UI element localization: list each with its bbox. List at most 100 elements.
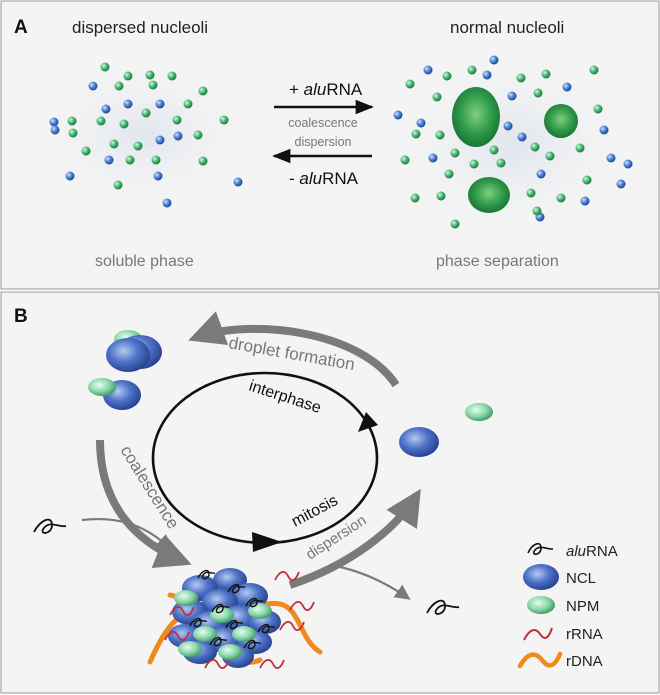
ncl-particle bbox=[393, 110, 403, 120]
dispersion-arrow bbox=[288, 488, 421, 589]
legend-rdna-label: rDNA bbox=[566, 653, 603, 670]
ncl-particle bbox=[49, 117, 59, 127]
ncl-particle bbox=[428, 153, 438, 163]
alurna-squiggle-right bbox=[426, 599, 460, 615]
npm-particle bbox=[410, 193, 420, 203]
npm-particle bbox=[589, 65, 599, 75]
ncl-particle bbox=[155, 99, 165, 109]
npm-particle bbox=[141, 108, 151, 118]
ncl-protein bbox=[232, 583, 268, 609]
npm-particle bbox=[530, 142, 540, 152]
legend-alurna-icon bbox=[527, 542, 554, 556]
ncl-particle bbox=[88, 81, 98, 91]
npm-particle bbox=[516, 73, 526, 83]
large-droplet-3 bbox=[468, 177, 510, 213]
npm-particle bbox=[119, 119, 129, 129]
npm-protein bbox=[193, 626, 217, 642]
npm-particle bbox=[100, 62, 110, 72]
alurna-bound bbox=[257, 623, 276, 634]
npm-particle bbox=[593, 104, 603, 114]
npm-particle bbox=[532, 206, 542, 216]
npm-protein bbox=[232, 626, 256, 642]
npm-protein bbox=[465, 403, 493, 421]
ncl-particle bbox=[517, 132, 527, 142]
alurna-bound bbox=[245, 597, 264, 608]
npm-particle bbox=[183, 99, 193, 109]
ncl-particle bbox=[155, 135, 165, 145]
npm-protein bbox=[88, 378, 116, 396]
large-droplet-2 bbox=[544, 104, 578, 138]
npm-particle bbox=[96, 116, 106, 126]
npm-particle bbox=[68, 128, 78, 138]
alurna-in-arrow bbox=[81, 517, 173, 551]
npm-particle bbox=[575, 143, 585, 153]
ncl-particle bbox=[503, 121, 513, 131]
ncl-particle bbox=[562, 82, 572, 92]
npm-protein bbox=[248, 603, 272, 619]
droplet-formation-arrow bbox=[188, 311, 400, 388]
legend-rrna-label: rRNA bbox=[566, 626, 603, 643]
npm-protein bbox=[174, 590, 198, 606]
alurna-bound bbox=[209, 636, 228, 647]
npm-particle bbox=[582, 175, 592, 185]
ncl-particle bbox=[50, 125, 60, 135]
ncl-particle bbox=[173, 131, 183, 141]
npm-particle bbox=[467, 65, 477, 75]
alurna-bound bbox=[227, 583, 246, 594]
npm-particle bbox=[133, 141, 143, 151]
rrna-strand bbox=[204, 659, 230, 669]
npm-particle bbox=[198, 86, 208, 96]
alurna-out-arrow bbox=[329, 563, 411, 600]
npm-particle bbox=[125, 155, 135, 165]
ncl-particle bbox=[423, 65, 433, 75]
alurna-bound bbox=[189, 617, 208, 628]
npm-particle bbox=[405, 79, 415, 89]
ncl-particle bbox=[616, 179, 626, 189]
left-caption: soluble phase bbox=[95, 253, 194, 270]
nucleolus-cluster bbox=[147, 568, 323, 669]
npm-particle bbox=[435, 130, 445, 140]
npm-particle bbox=[442, 71, 452, 81]
alurna-bound bbox=[211, 603, 230, 614]
legend-npm-label: NPM bbox=[566, 598, 599, 615]
ncl-particle bbox=[123, 99, 133, 109]
cycle-arrowhead-right bbox=[358, 412, 378, 432]
coalescence-label: coalescence bbox=[288, 116, 358, 130]
alurna-squiggle-left bbox=[33, 518, 67, 534]
npm-particle bbox=[450, 219, 460, 229]
rrna-strand bbox=[289, 601, 315, 611]
npm-particle bbox=[172, 115, 182, 125]
npm-particle bbox=[114, 81, 124, 91]
ncl-particle bbox=[233, 177, 243, 187]
npm-particle bbox=[496, 158, 506, 168]
npm-particle bbox=[411, 129, 421, 139]
right-title: normal nucleoli bbox=[450, 18, 564, 37]
npm-particle bbox=[151, 155, 161, 165]
npm-particle bbox=[432, 92, 442, 102]
ncl-particle bbox=[416, 118, 426, 128]
minus-alurna-label: - aluRNA bbox=[289, 169, 359, 188]
large-droplet-1 bbox=[452, 87, 500, 147]
legend-rrna-icon bbox=[523, 627, 553, 641]
rrna-strand bbox=[169, 606, 195, 616]
rrna-strand bbox=[279, 621, 305, 631]
legend: aluRNA NCL NPM rRNA rDNA bbox=[517, 542, 618, 670]
alurna-bound bbox=[243, 639, 262, 650]
ncl-particle bbox=[482, 70, 492, 80]
legend-ncl-icon bbox=[523, 564, 559, 590]
coalescence-arrow bbox=[96, 439, 192, 569]
npm-particle bbox=[541, 69, 551, 79]
npm-particle bbox=[81, 146, 91, 156]
npm-particle bbox=[545, 151, 555, 161]
legend-ncl-label: NCL bbox=[566, 570, 596, 587]
npm-particle bbox=[113, 180, 123, 190]
legend-rdna-icon bbox=[517, 651, 563, 669]
ncl-particle bbox=[489, 55, 499, 65]
ncl-particle bbox=[153, 171, 163, 181]
left-title: dispersed nucleoli bbox=[72, 18, 208, 37]
ncl-particle bbox=[536, 169, 546, 179]
npm-particle bbox=[556, 193, 566, 203]
plus-alurna-label: + aluRNA bbox=[289, 80, 363, 99]
npm-particle bbox=[193, 130, 203, 140]
